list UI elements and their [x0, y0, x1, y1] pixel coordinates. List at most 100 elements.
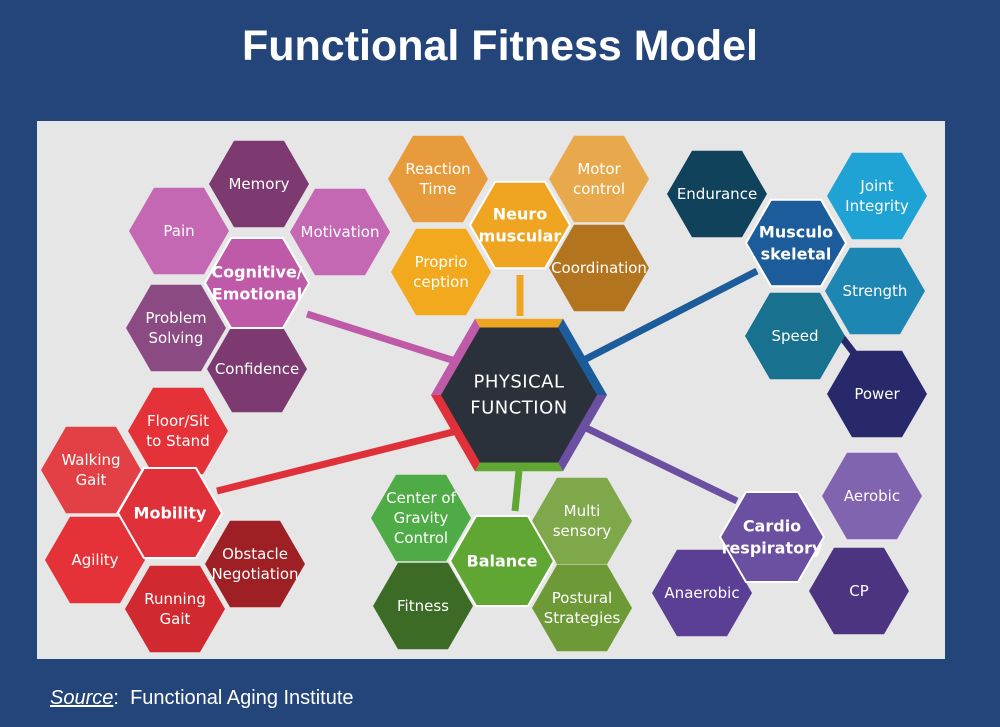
hex-problem-solving-label: Solving	[149, 329, 204, 347]
hex-problem-solving-shape	[126, 284, 226, 372]
hex-endurance-label: Endurance	[677, 185, 757, 203]
hub-neuromuscular-label: muscular	[479, 227, 562, 246]
hex-motivation-label: Motivation	[301, 223, 380, 241]
hex-aerobic: Aerobic	[822, 452, 922, 540]
hex-walking-gait-shape	[41, 426, 141, 514]
hex-running-gait-shape	[125, 565, 225, 653]
hex-agility-label: Agility	[71, 551, 118, 569]
hex-coordination-label: Coordination	[551, 259, 647, 277]
hex-aerobic-shape	[822, 452, 922, 540]
hex-anaerobic: Anaerobic	[652, 549, 752, 637]
hex-endurance: Endurance	[667, 150, 767, 238]
hex-multi-sensory-label: Multi	[564, 502, 601, 520]
source-separator: :	[113, 687, 119, 709]
hex-anaerobic-label: Anaerobic	[664, 584, 739, 602]
hex-motor-control-label: control	[573, 180, 625, 198]
hex-proprio-ception-shape	[391, 228, 491, 316]
page-title: Functional Fitness Model	[241, 22, 759, 70]
center-physical-function-label: PHYSICAL	[473, 372, 564, 393]
hex-joint-integrity-label: Joint	[859, 177, 893, 195]
hex-strength-label: Strength	[843, 282, 908, 300]
hub-balance: Balance	[448, 515, 556, 607]
hex-walking-gait-label: Walking	[61, 451, 120, 469]
hex-fitness-shape	[373, 562, 473, 650]
center-physical-function-shape	[441, 327, 597, 463]
hub-cognitive: Cognitive/Emotional	[203, 237, 311, 329]
balance-connector	[511, 470, 523, 512]
hex-agility: Agility	[45, 516, 145, 604]
hex-obstacle-negotiation-label: Obstacle	[222, 545, 288, 563]
hex-pain: Pain	[129, 187, 229, 275]
hex-center-of-gravity-control-label: Control	[394, 529, 448, 547]
hex-pain-label: Pain	[163, 222, 194, 240]
hub-mobility: Mobility	[116, 467, 224, 559]
hex-pain-shape	[129, 187, 229, 275]
hex-reaction-time-label: Reaction	[405, 160, 470, 178]
hub-neuromuscular: Neuro muscular	[468, 180, 572, 270]
hex-agility-shape	[45, 516, 145, 604]
source-text: Functional Aging Institute	[130, 687, 354, 709]
hex-reaction-time-shape	[388, 135, 488, 223]
cardiorespiratory-connector	[580, 422, 739, 505]
hex-power: Power	[827, 350, 927, 438]
hub-cognitive-label: Cognitive/	[211, 263, 302, 282]
hub-musculoskeletal-shape	[744, 198, 848, 288]
hub-balance-label: Balance	[467, 552, 538, 571]
hex-floor-sit-to-stand-label: Floor/Sit	[147, 412, 209, 430]
hex-aerobic-label: Aerobic	[844, 487, 900, 505]
hex-motor-control: Motor control	[549, 135, 649, 223]
musculoskeletal-connector	[580, 267, 759, 365]
connectors	[216, 267, 880, 512]
hex-center-of-gravity-control-label: Center of	[386, 489, 456, 507]
hub-cognitive-label: Emotional	[212, 285, 302, 304]
hex-multi-sensory: Multi sensory	[532, 477, 632, 565]
cognitive-connector	[305, 310, 457, 365]
hex-walking-gait-label: Gait	[76, 471, 107, 489]
hex-confidence-shape	[207, 325, 307, 413]
hex-memory-label: Memory	[228, 175, 289, 193]
hub-neuromuscular-shape	[468, 180, 572, 270]
hub-cardiorespiratory-label: Cardio	[743, 517, 801, 536]
hex-obstacle-negotiation-shape	[205, 520, 305, 608]
hex-memory: Memory	[209, 140, 309, 228]
mobility-connector	[216, 427, 458, 495]
hex-strength: Strength	[825, 247, 925, 335]
hex-speed-shape	[745, 292, 845, 380]
hex-coordination-shape	[549, 224, 649, 312]
hub-musculoskeletal-label: Musculo	[759, 223, 833, 242]
hex-power-label: Power	[854, 385, 900, 403]
hex-motivation: Motivation	[290, 188, 390, 276]
hex-motor-control-shape	[549, 135, 649, 223]
hex-reaction-time-label: Time	[419, 180, 457, 198]
hex-multi-sensory-label: sensory	[553, 522, 612, 540]
hub-musculoskeletal-label: skeletal	[761, 245, 832, 264]
hex-power-shape	[827, 350, 927, 438]
hex-coordination: Coordination	[549, 224, 649, 312]
hub-balance-shape	[448, 515, 556, 607]
hub-mobility-shape	[116, 467, 224, 559]
hex-fitness-label: Fitness	[397, 597, 449, 615]
hex-center-of-gravity-control-label: Gravity	[394, 509, 449, 527]
hex-postural-strategies-label: Postural	[552, 589, 612, 607]
hub-neuromuscular-label: Neuro	[493, 205, 548, 224]
hex-running-gait-label: Running	[144, 590, 205, 608]
source-label: Source	[50, 687, 114, 709]
hex-motor-control-label: Motor	[577, 160, 621, 178]
hex-cp-shape	[809, 547, 909, 635]
hex-center-of-gravity-control-shape	[371, 474, 471, 562]
hex-running-gait-label: Gait	[160, 610, 191, 628]
